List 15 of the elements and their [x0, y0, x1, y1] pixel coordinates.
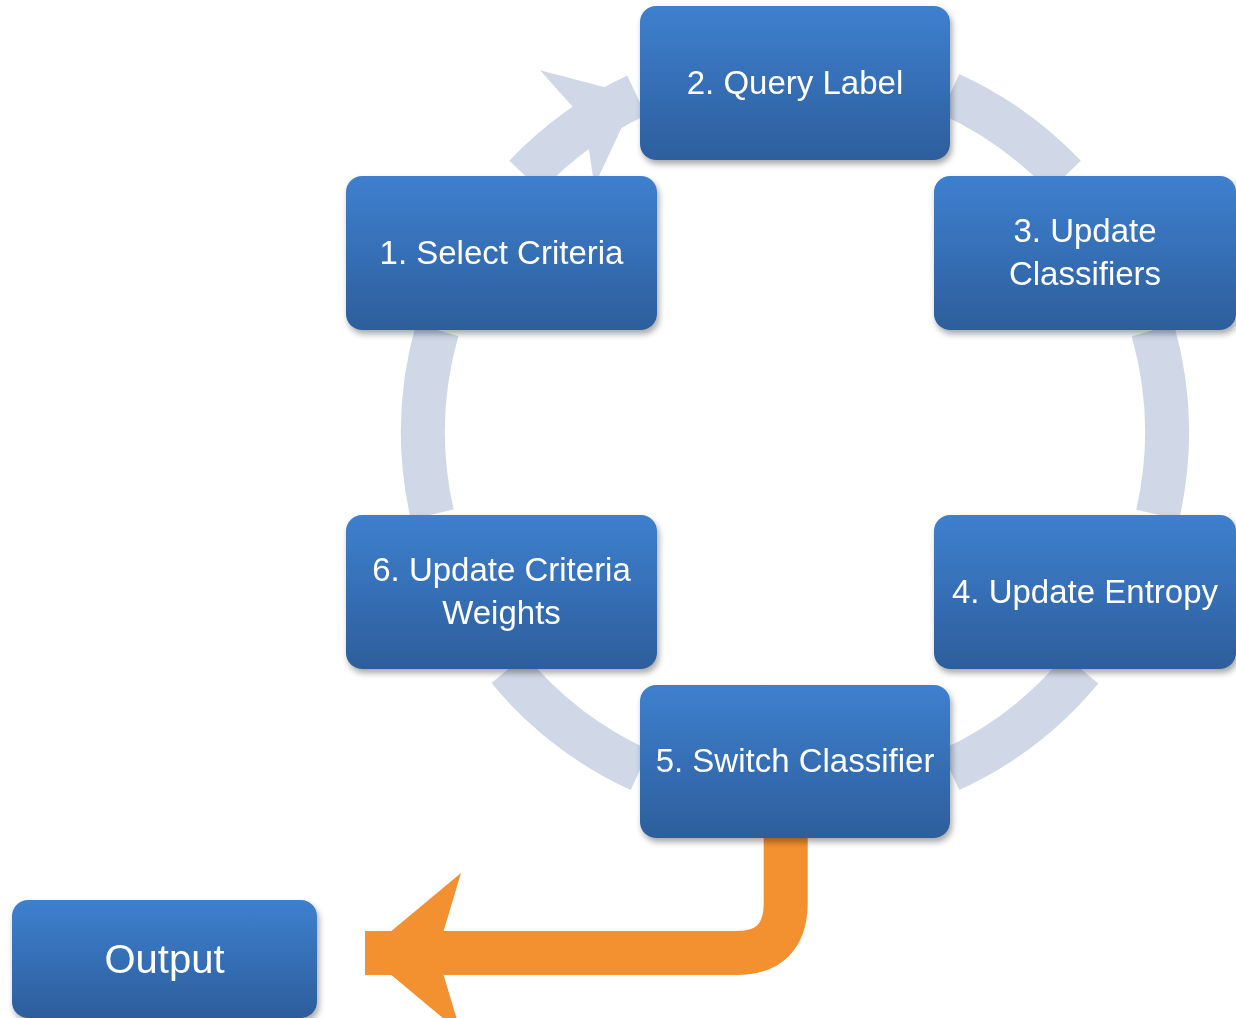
arrow [365, 838, 808, 1018]
process-box [12, 900, 317, 1018]
step-label: 1. Select Criteria [379, 232, 624, 273]
process-box [346, 515, 657, 669]
process-box [934, 176, 1236, 330]
process-box [640, 685, 950, 838]
process-box [346, 176, 657, 330]
step-label: 2. Query Label [686, 62, 904, 103]
step-label: 6. Update Criteria Weights [371, 550, 632, 633]
process-box [640, 6, 950, 160]
step-label: 5. Switch Classifier [655, 741, 935, 782]
step-label: Output [104, 936, 225, 983]
process-box [934, 515, 1236, 669]
step-label: 3. Update Classifiers [1007, 211, 1163, 294]
step-label: 4. Update Entropy [952, 571, 1218, 612]
